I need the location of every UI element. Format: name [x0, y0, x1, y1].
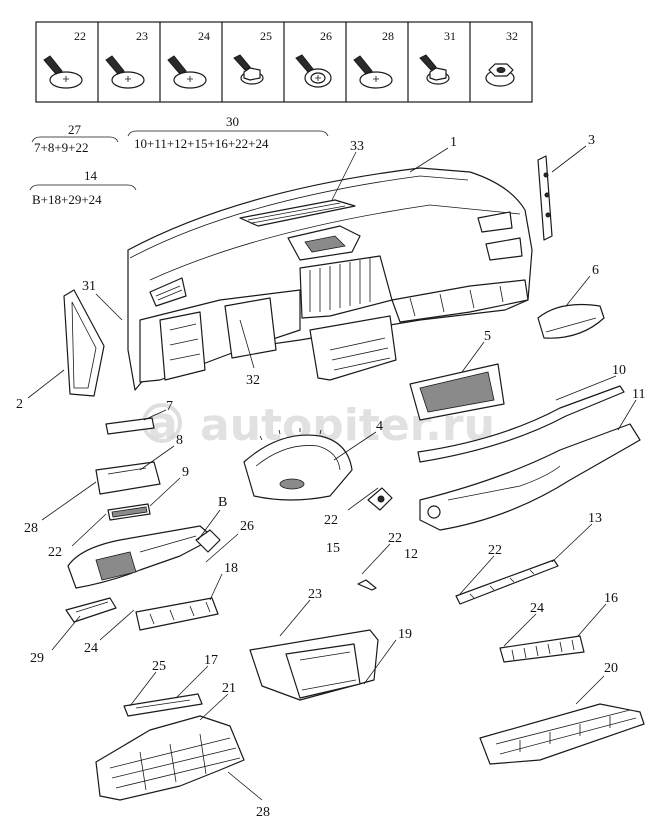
trim-strip-10	[417, 385, 625, 463]
screw-23-icon	[105, 55, 145, 89]
formula-number: 30	[226, 114, 239, 129]
switch-panel-18	[135, 597, 219, 631]
callout-7: 7	[166, 399, 173, 414]
callout-6: 6	[592, 263, 599, 278]
callout-29: 29	[30, 651, 44, 666]
flange-bolt-31-icon	[419, 54, 450, 85]
screw-22-icon	[43, 55, 83, 89]
callout-20: 20	[604, 661, 618, 676]
callout-33: 33	[350, 139, 364, 154]
fastener-label: 26	[320, 29, 332, 43]
callout-24: 24	[84, 641, 98, 656]
reinforcement-20	[479, 703, 645, 765]
formula-parts: B+18+29+24	[32, 192, 102, 207]
fastener-label: 25	[260, 29, 272, 43]
side-bracket-3	[537, 155, 553, 241]
screw-24-icon	[167, 55, 207, 89]
formula-14: 14 B+18+29+24	[29, 168, 137, 207]
formula-number: 27	[68, 122, 82, 137]
lower-panel-B	[67, 525, 215, 589]
screw-washer-26-icon	[295, 54, 332, 88]
callout-1: 1	[450, 135, 457, 150]
formula-parts: 7+8+9+22	[34, 140, 89, 155]
flange-nut-32-icon	[485, 63, 515, 87]
center-bezel-5	[409, 363, 505, 421]
console-bezel-19	[249, 629, 379, 701]
callout-15: 15	[326, 541, 340, 556]
callout-19: 19	[398, 627, 412, 642]
side-cover-2	[63, 289, 105, 397]
flange-bolt-25-icon	[233, 54, 264, 85]
callout-32: 32	[246, 373, 260, 388]
fastener-box: 22 23 24 25 26 28 31 32	[35, 21, 533, 103]
screw-28-icon	[353, 55, 393, 89]
callout-10: 10	[612, 363, 626, 378]
callout-8: 8	[176, 433, 183, 448]
callout-5: 5	[484, 329, 491, 344]
callout-11: 11	[632, 387, 645, 402]
callout-B: B	[218, 495, 227, 510]
clip-bracket-15	[367, 487, 393, 511]
trim-17	[123, 693, 203, 717]
callout-18: 18	[224, 561, 238, 576]
cover-7	[105, 417, 155, 435]
trim-strip-16	[499, 635, 585, 663]
switch-strip-9	[107, 503, 151, 521]
trim-strip-13	[455, 559, 559, 605]
callout-26: 26	[240, 519, 254, 534]
fastener-label: 23	[136, 29, 148, 43]
leader-lines	[27, 145, 637, 801]
fastener-label: 24	[198, 29, 210, 43]
callout-22: 22	[48, 545, 62, 560]
bracket-26	[195, 529, 221, 553]
cluster-hood-4	[243, 428, 353, 501]
callouts: 1 33 3 31 2 32 6 5 10 11 4 7 8 9 28 22 B…	[16, 133, 645, 820]
callout-28: 28	[24, 521, 38, 536]
fastener-label: 28	[382, 29, 394, 43]
trim-panel-11	[419, 423, 641, 531]
callout-2: 2	[16, 397, 23, 412]
callout-22: 22	[388, 531, 402, 546]
panel-8	[95, 461, 161, 495]
formula-27: 27 7+8+9+22	[31, 122, 119, 155]
fastener-label: 22	[74, 29, 86, 43]
trim-29	[65, 597, 117, 623]
callout-24: 24	[530, 601, 544, 616]
callout-17: 17	[204, 653, 218, 668]
lower-frame-21	[95, 715, 245, 801]
callout-12: 12	[404, 547, 418, 562]
callout-13: 13	[588, 511, 602, 526]
clip-12	[357, 579, 377, 591]
formula-parts: 10+11+12+15+16+22+24	[134, 136, 269, 151]
instrument-panel-assembly	[127, 167, 533, 391]
callout-9: 9	[182, 465, 189, 480]
fastener-label: 32	[506, 29, 518, 43]
callout-16: 16	[604, 591, 618, 606]
formula-30: 30 10+11+12+15+16+22+24	[127, 114, 329, 151]
callout-4: 4	[376, 419, 383, 434]
formula-number: 14	[84, 168, 98, 183]
callout-3: 3	[588, 133, 595, 148]
callout-23: 23	[308, 587, 322, 602]
callout-22: 22	[324, 513, 338, 528]
callout-31: 31	[82, 279, 96, 294]
callout-22: 22	[488, 543, 502, 558]
callout-25: 25	[152, 659, 166, 674]
callout-21: 21	[222, 681, 236, 696]
callout-28: 28	[256, 805, 270, 820]
fastener-label: 31	[444, 29, 456, 43]
end-cap-6	[537, 303, 605, 339]
